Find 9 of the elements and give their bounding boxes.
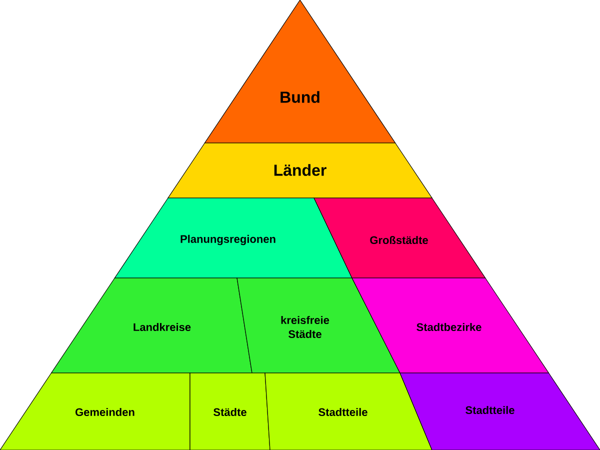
pyramid-level: Großstädte bbox=[314, 198, 486, 278]
pyramid-level: Bund bbox=[204, 0, 396, 144]
node-label: Städte bbox=[214, 408, 246, 416]
pyramid-level: Stadtbezirke bbox=[352, 278, 550, 374]
pyramid-level: Stadtteile bbox=[400, 372, 600, 450]
node-label: Stadtteile bbox=[318, 408, 368, 416]
pyramid-level: Planungsregionen bbox=[114, 198, 352, 278]
pyramid-level: kreisfreie Städte bbox=[236, 278, 400, 374]
pyramid-level: Städte bbox=[190, 372, 270, 450]
